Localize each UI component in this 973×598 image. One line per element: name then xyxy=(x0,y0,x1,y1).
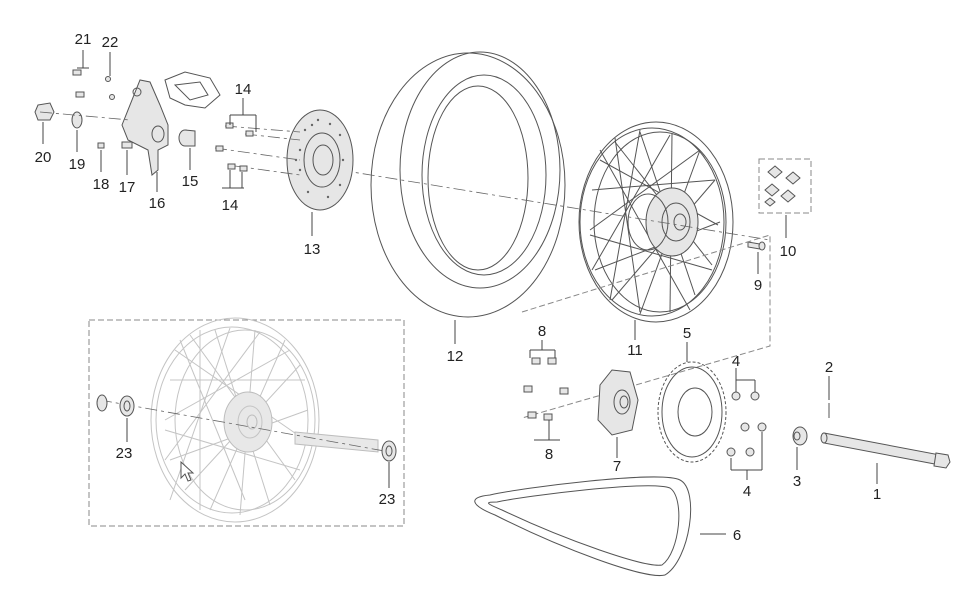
callout-19: 19 xyxy=(69,156,86,173)
callout-1: 1 xyxy=(873,486,881,503)
inset-bearing-detail xyxy=(88,317,405,527)
callout-4-top: 4 xyxy=(732,353,740,370)
axle xyxy=(820,432,951,469)
callout-7: 7 xyxy=(613,458,621,475)
callout-21: 21 xyxy=(75,31,92,48)
callout-13: 13 xyxy=(304,241,321,258)
callout-8-bottom: 8 xyxy=(545,446,553,463)
callout-15: 15 xyxy=(182,173,199,190)
caliper-bracket xyxy=(121,71,221,176)
callout-8-top: 8 xyxy=(538,323,546,340)
disc-bolts-14 xyxy=(214,122,301,176)
callout-16: 16 xyxy=(149,195,166,212)
drive-chain xyxy=(474,476,692,577)
callout-11: 11 xyxy=(627,342,643,359)
brake-disc xyxy=(286,109,354,211)
callout-18: 18 xyxy=(93,176,110,193)
callout-23-right: 23 xyxy=(379,491,396,508)
callout-14-bottom: 14 xyxy=(222,197,239,214)
callout-10: 10 xyxy=(780,243,797,260)
callout-23-left: 23 xyxy=(116,445,133,462)
callout-17: 17 xyxy=(119,179,136,196)
callout-labels: 21 22 20 19 18 17 16 15 14 14 13 12 11 1… xyxy=(35,31,882,544)
leader-lines xyxy=(42,50,878,535)
tire xyxy=(370,51,566,318)
callout-12: 12 xyxy=(447,348,464,365)
callout-5: 5 xyxy=(683,325,691,342)
callout-4-bottom: 4 xyxy=(743,483,751,500)
mouse-cursor-icon xyxy=(180,460,195,482)
callout-2: 2 xyxy=(825,359,833,376)
valve-parts-box xyxy=(758,158,812,214)
spoked-wheel xyxy=(578,121,734,323)
callout-3: 3 xyxy=(793,473,801,490)
callout-20: 20 xyxy=(35,149,52,166)
callout-6: 6 xyxy=(733,527,741,544)
callout-9: 9 xyxy=(754,277,762,294)
sprocket-assembly xyxy=(521,234,771,463)
callout-14-top: 14 xyxy=(235,81,252,98)
callout-22: 22 xyxy=(102,34,119,51)
